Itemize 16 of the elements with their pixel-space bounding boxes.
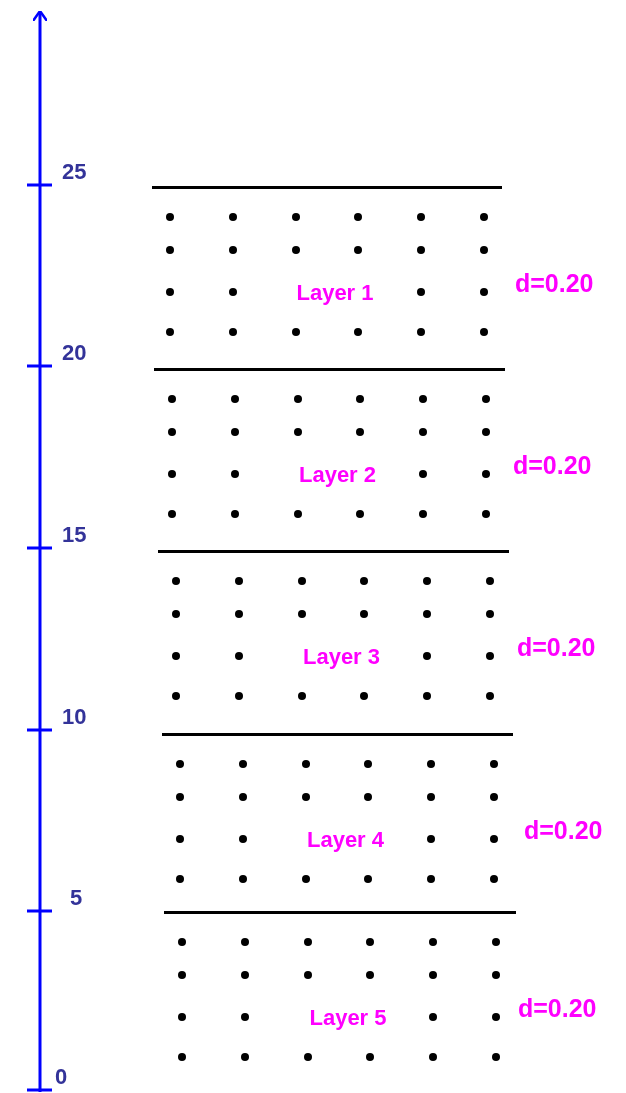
thickness-label: d=0.20: [513, 451, 592, 480]
layer-label: Layer 1: [296, 280, 374, 306]
axis-tick-label: 15: [62, 522, 87, 548]
thickness-label: d=0.20: [518, 994, 597, 1023]
thickness-label: d=0.20: [517, 633, 596, 662]
layer-label: Layer 4: [306, 827, 385, 853]
thickness-label: d=0.20: [524, 816, 603, 845]
axis-tick-label: 10: [62, 704, 87, 730]
axis-tick-label: 20: [62, 340, 87, 366]
layer-label: Layer 3: [302, 644, 381, 670]
layer-label: Layer 2: [298, 462, 377, 488]
axis-tick-label: 0: [55, 1064, 68, 1090]
layer-label: Layer 5: [309, 1005, 387, 1031]
axis-tick-label: 5: [70, 885, 83, 911]
axis-tick-label: 25: [62, 159, 87, 185]
thickness-label: d=0.20: [515, 269, 594, 298]
